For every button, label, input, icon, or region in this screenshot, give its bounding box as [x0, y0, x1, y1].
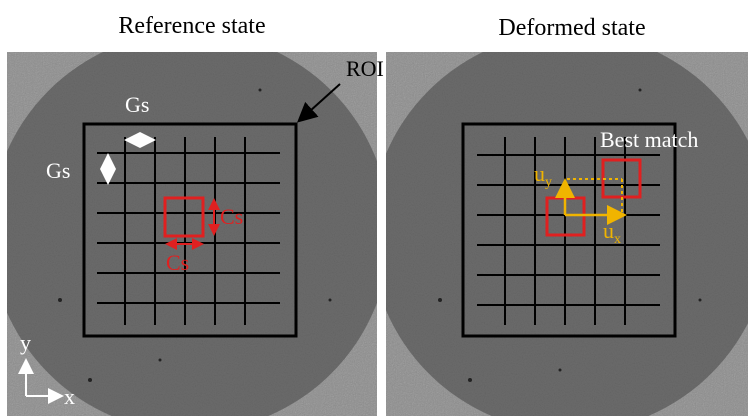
deformed-panel: Deformed state Best match: [386, 15, 748, 416]
deformed-title: Deformed state: [498, 15, 645, 41]
ux-label: ux: [603, 218, 621, 247]
gs-vertical-label: Gs: [46, 158, 70, 183]
roi-label: ROI: [346, 56, 384, 81]
y-axis-label: y: [20, 330, 31, 355]
deformed-roi-box: [461, 122, 677, 338]
deformed-image: [386, 52, 748, 416]
roi-pointer-arrow: [297, 83, 341, 123]
best-match-label: Best match: [600, 127, 698, 152]
cs-horizontal-label: Cs: [166, 250, 189, 275]
specimen-disk: [7, 52, 377, 416]
reference-grid: [97, 137, 280, 325]
roi-box: [82, 122, 298, 338]
reference-subset: [163, 196, 205, 238]
x-axis-label: x: [64, 384, 75, 409]
gs-horizontal-label: Gs: [125, 92, 149, 117]
cs-vertical-label: Cs: [220, 204, 243, 229]
coordinate-axes: y x: [18, 330, 75, 409]
reference-image: [7, 52, 377, 416]
reference-panel: Reference state ROI: [7, 13, 384, 416]
reference-title: Reference state: [118, 13, 265, 39]
uy-label: uy: [534, 161, 552, 190]
